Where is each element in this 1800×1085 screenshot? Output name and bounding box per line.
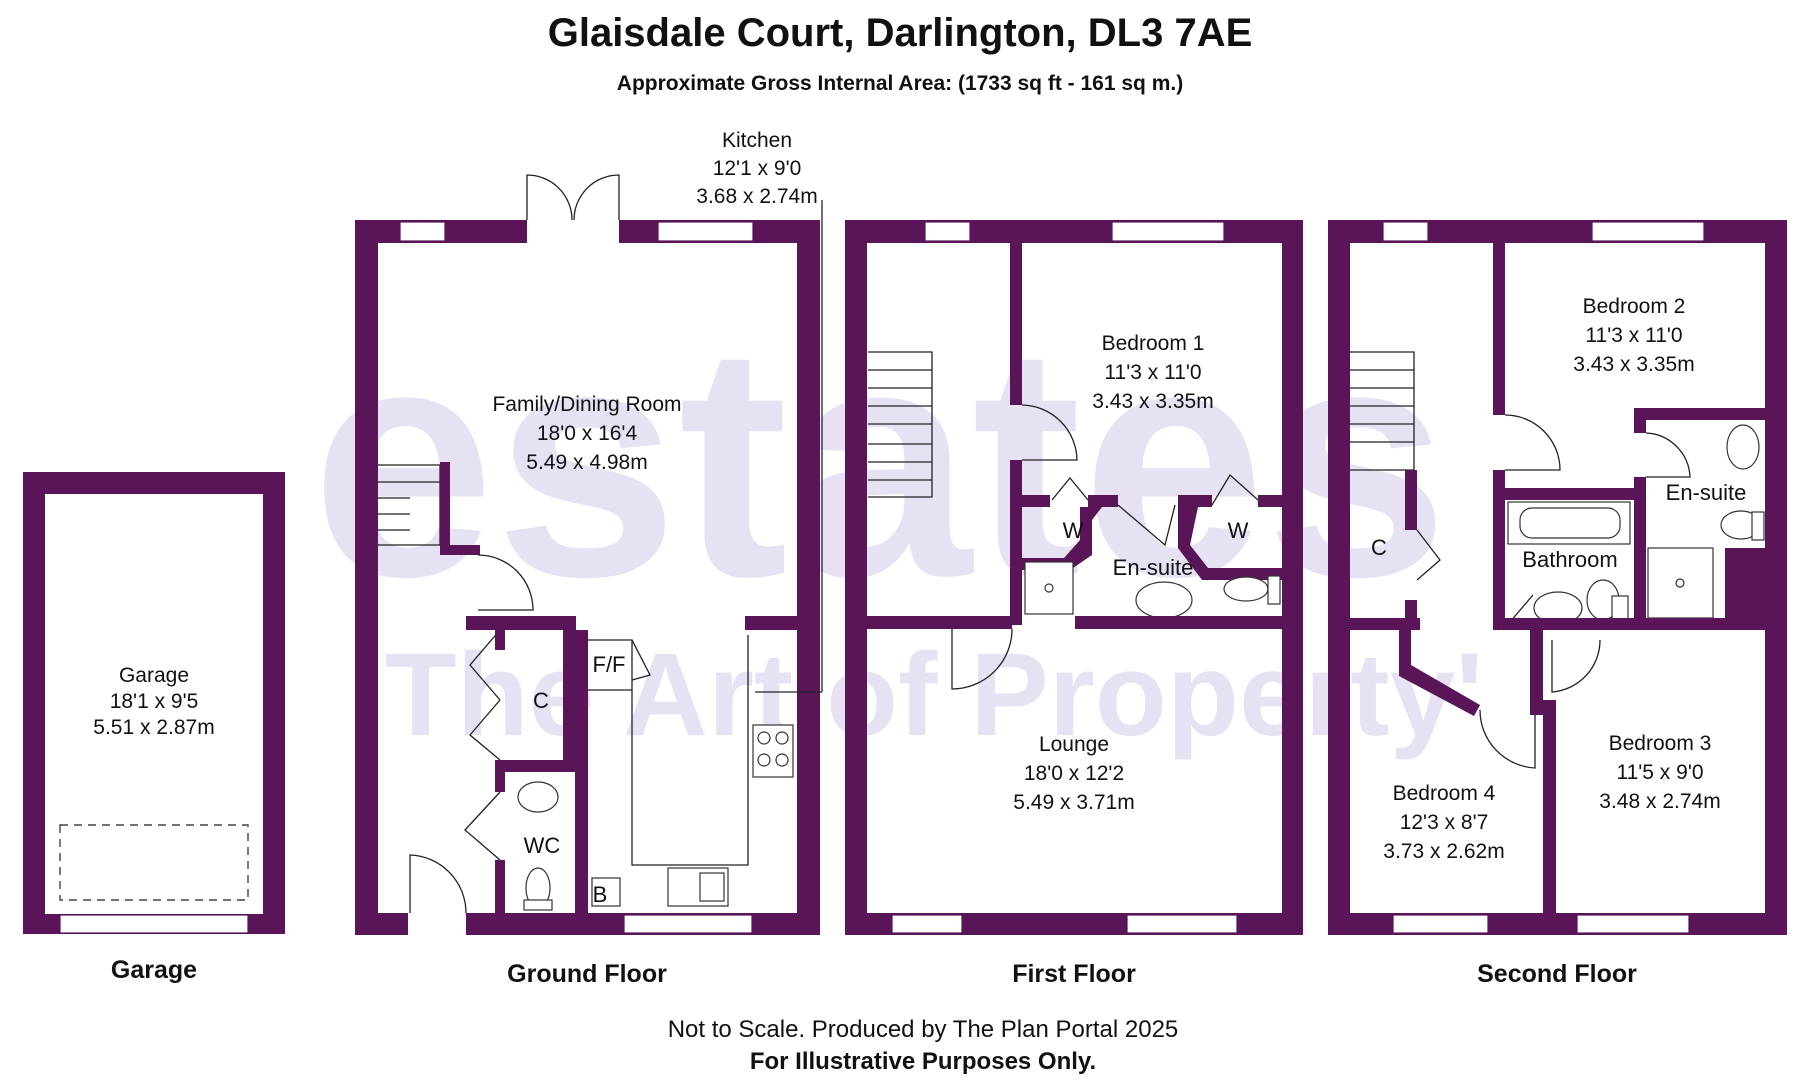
boiler-label: B	[593, 882, 608, 907]
garage-room-metric: 5.51 x 2.87m	[93, 716, 214, 739]
bedroom4-room-imperial: 12'3 x 8'7	[1400, 811, 1489, 834]
ground-floor-label: Ground Floor	[507, 960, 667, 988]
bedroom4-room-metric: 3.73 x 2.62m	[1383, 840, 1504, 863]
first-floor-label: First Floor	[1012, 960, 1136, 988]
wardrobe-right-label: W	[1228, 518, 1249, 543]
ground-floor-plan	[355, 174, 823, 937]
second-floor-label: Second Floor	[1477, 960, 1637, 988]
wc-label: WC	[524, 833, 561, 858]
garage-room-imperial: 18'1 x 9'5	[110, 690, 199, 713]
family-room-metric: 5.49 x 4.98m	[526, 451, 647, 474]
footer-note: Not to Scale. Produced by The Plan Porta…	[668, 1016, 1179, 1043]
lounge-room-metric: 5.49 x 3.71m	[1013, 791, 1134, 814]
ground-cupboard-label: C	[533, 688, 549, 713]
bedroom3-room-imperial: 11'5 x 9'0	[1616, 761, 1703, 784]
footer-disclaimer: For Illustrative Purposes Only.	[750, 1048, 1096, 1075]
page-title: Glaisdale Court, Darlington, DL3 7AE	[548, 11, 1253, 55]
second-floor-plan	[1328, 220, 1787, 935]
first-floor-plan	[845, 220, 1303, 935]
kitchen-room-imperial: 12'1 x 9'0	[713, 157, 802, 180]
bedroom2-room-name: Bedroom 2	[1583, 295, 1686, 318]
watermark-tagline: 'The Art of Property'	[357, 629, 1484, 761]
bedroom3-room-name: Bedroom 3	[1609, 732, 1712, 755]
bathroom-label: Bathroom	[1522, 547, 1617, 572]
bedroom2-room-imperial: 11'3 x 11'0	[1585, 324, 1682, 347]
page-subtitle: Approximate Gross Internal Area: (1733 s…	[617, 72, 1183, 95]
bedroom2-room-metric: 3.43 x 3.35m	[1573, 353, 1694, 376]
family-room-imperial: 18'0 x 16'4	[537, 422, 638, 445]
garage-floor-label: Garage	[111, 956, 197, 984]
bedroom3-room-metric: 3.48 x 2.74m	[1599, 790, 1720, 813]
second-cupboard-label: C	[1371, 535, 1387, 560]
first-ensuite-label: En-suite	[1113, 555, 1194, 580]
wardrobe-left-label: W	[1063, 518, 1084, 543]
bedroom1-room-imperial: 11'3 x 11'0	[1104, 361, 1201, 384]
lounge-room-name: Lounge	[1039, 733, 1109, 756]
fridge-freezer-label: F/F	[593, 652, 626, 677]
family-room-name: Family/Dining Room	[492, 393, 681, 416]
bedroom1-room-metric: 3.43 x 3.35m	[1092, 390, 1213, 413]
garage-room-name: Garage	[119, 664, 189, 687]
bedroom1-room-name: Bedroom 1	[1102, 332, 1205, 355]
kitchen-room-metric: 3.68 x 2.74m	[696, 185, 817, 208]
kitchen-room-name: Kitchen	[722, 129, 792, 152]
bedroom4-room-name: Bedroom 4	[1393, 782, 1496, 805]
garage-plan	[23, 472, 285, 934]
lounge-room-imperial: 18'0 x 12'2	[1024, 762, 1124, 785]
second-ensuite-label: En-suite	[1666, 480, 1747, 505]
